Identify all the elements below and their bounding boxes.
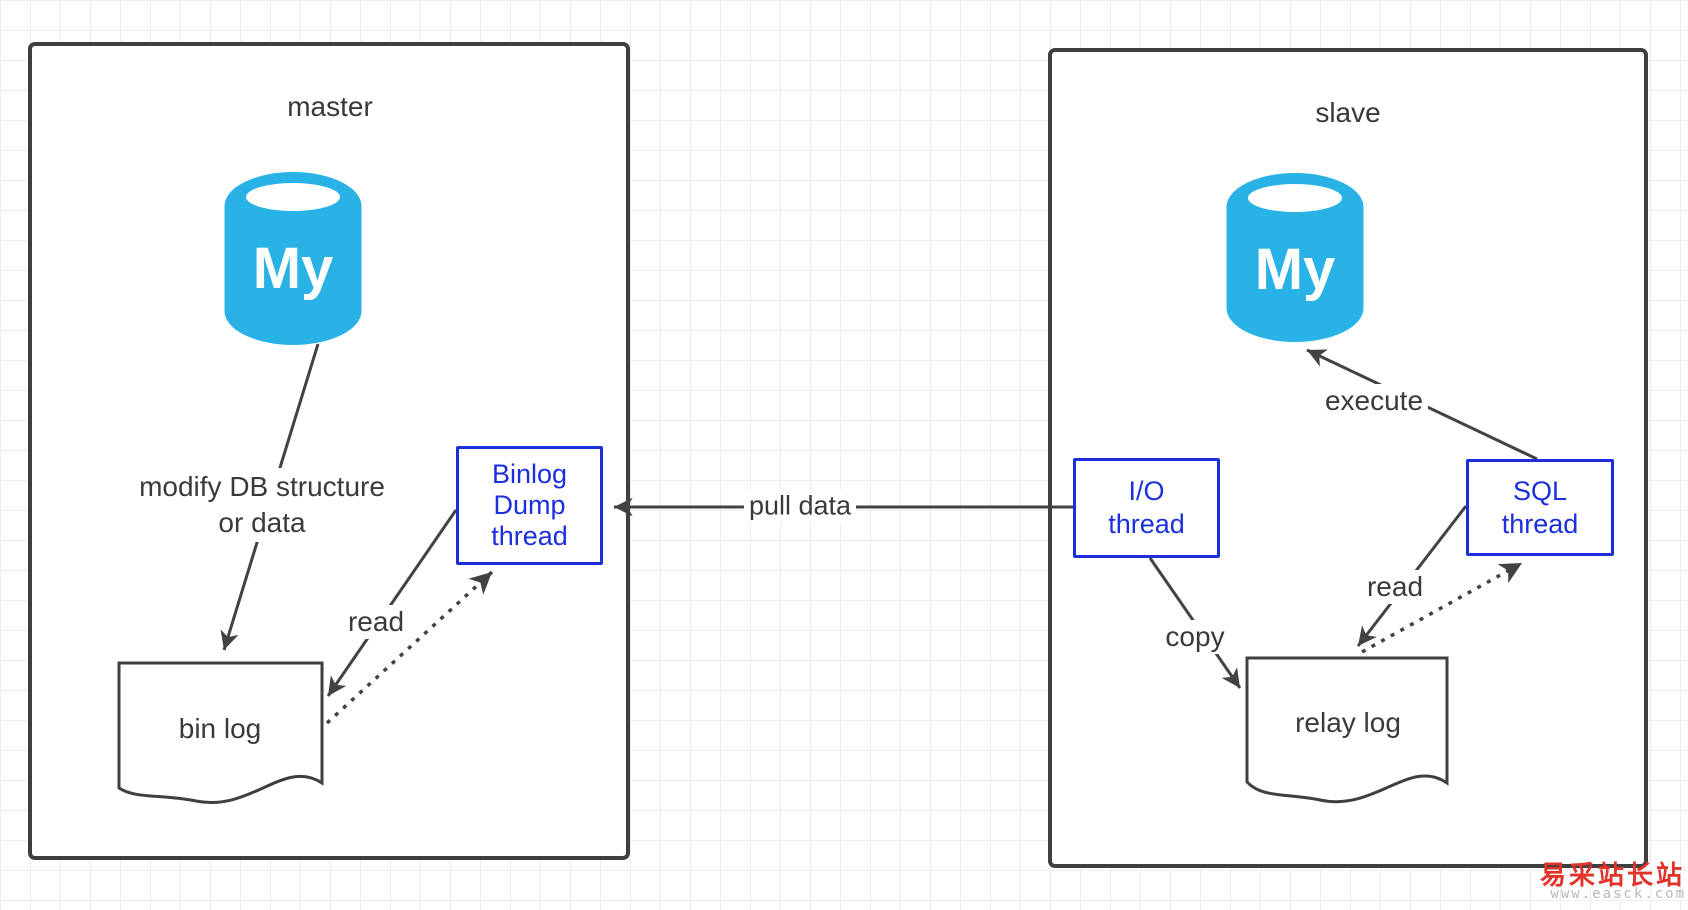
sql-thread-node: SQL thread xyxy=(1466,459,1614,556)
binlog-dump-thread-line3: thread xyxy=(491,521,568,551)
slave-section-title: slave xyxy=(1315,97,1381,128)
modify-db-edge-label-line2: or data xyxy=(218,507,306,538)
binlog-dump-thread-node: Binlog Dump thread xyxy=(456,446,603,565)
io-thread-node: I/O thread xyxy=(1073,458,1220,558)
sql-thread-line2: thread xyxy=(1501,508,1579,539)
io-thread-line1: I/O xyxy=(1128,476,1165,506)
read-edge-label-slave: read xyxy=(1361,570,1429,604)
pull-data-edge-label: pull data xyxy=(743,489,857,523)
execute-edge-label: execute xyxy=(1319,384,1429,418)
watermark-site-url: www.easck.com xyxy=(1550,886,1686,902)
modify-db-edge-label-line1: modify DB structure xyxy=(139,471,385,502)
read-edge-label-master: read xyxy=(342,605,410,639)
binlog-dump-thread-line2: Dump xyxy=(493,490,566,520)
binlog-dump-thread-line1: Binlog xyxy=(491,459,568,489)
relay-log-label: relay log xyxy=(1295,707,1401,738)
bin-log-label: bin log xyxy=(178,713,262,744)
sql-thread-line1: SQL xyxy=(1512,475,1568,506)
io-thread-line2: thread xyxy=(1108,509,1185,539)
copy-edge-label: copy xyxy=(1160,620,1230,654)
master-section-title: master xyxy=(287,91,373,122)
watermark-site-name: 易采站长站 xyxy=(1539,861,1685,890)
modify-db-edge-label: modify DB structure or data xyxy=(134,468,390,542)
